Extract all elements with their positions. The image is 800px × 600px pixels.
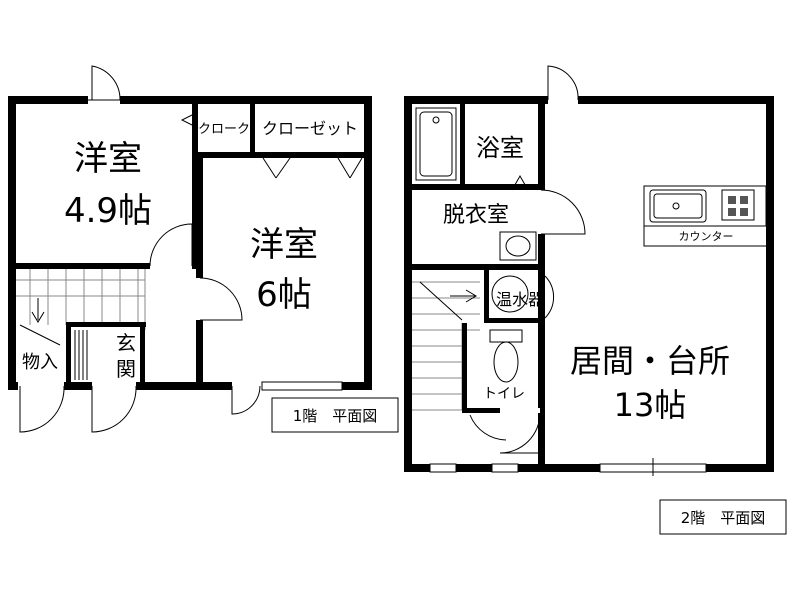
wall-right: [364, 96, 372, 390]
door2-swing-toilet: [499, 412, 541, 454]
room-b-name: 洋室: [250, 225, 318, 265]
counter-label: カウンター: [679, 230, 734, 243]
entrance-label-1: 玄: [116, 331, 136, 355]
partition-entrance: [66, 322, 146, 327]
plan-label-2-text: 2階 平面図: [681, 509, 766, 527]
partition2-toilet-l: [462, 323, 467, 413]
room-b-size: 6帖: [256, 275, 312, 315]
partition-h2: [198, 152, 364, 158]
partition-h1: [16, 263, 198, 269]
partition2-heater-b: [484, 318, 542, 323]
wall2-bottom: [404, 464, 774, 472]
door-swing-room-a: [149, 223, 193, 267]
bath-label: 浴室: [476, 134, 524, 162]
washbasin: [499, 231, 537, 261]
partition-v1: [192, 104, 198, 266]
entrance-label-2: 関: [116, 357, 136, 381]
floor-1-plan: [8, 65, 372, 433]
partition2-heater: [484, 270, 489, 320]
stairs-floor2: [412, 281, 480, 411]
entrance-step: [74, 330, 88, 380]
door-swing-storage: [19, 385, 65, 433]
wall2-left: [404, 96, 412, 472]
door2-swing-top: [547, 65, 579, 101]
wall-top: [8, 96, 372, 104]
door-swing-top: [91, 65, 121, 101]
door-swing-room-b: [199, 277, 243, 321]
door-swing-entrance: [91, 385, 137, 433]
cloak-label: クローク: [198, 122, 250, 137]
room-a-size: 4.9帖: [64, 191, 152, 231]
toilet-label: トイレ: [483, 386, 525, 402]
partition-storage: [66, 325, 71, 382]
bathtub: [415, 107, 457, 181]
partition-entrance-v: [140, 322, 145, 382]
door-swing-room-b-ext: [231, 385, 261, 415]
plan-label-1-text: 1階 平面図: [293, 407, 378, 425]
living-size: 13帖: [614, 386, 687, 424]
partition2-dressing: [412, 264, 545, 270]
partition2-tub: [460, 104, 465, 190]
partition2-v1: [538, 104, 545, 464]
wall-bottom: [8, 382, 372, 390]
door2-swing-dressing: [540, 189, 586, 235]
storage-label: 物入: [22, 352, 58, 373]
wall2-right: [766, 96, 774, 472]
floor-2-plan: [404, 65, 774, 476]
water-heater-label: 温水器: [496, 290, 544, 309]
plan-label-2: 2階 平面図: [659, 499, 787, 535]
closet-label: クローゼット: [262, 119, 358, 138]
kitchen-counter: [643, 185, 767, 247]
stairs-floor1: [16, 269, 146, 346]
room-a-name: 洋室: [74, 139, 142, 179]
water-heater-tank: [491, 275, 529, 313]
wall-left: [8, 96, 16, 390]
toilet-bowl: [489, 329, 523, 383]
wall2-top: [404, 96, 774, 104]
dressing-label: 脱衣室: [443, 203, 509, 228]
labels: 洋室 4.9帖 洋室 6帖 クローク クローゼット 物入 玄 関 浴室 脱衣室 …: [22, 119, 734, 424]
plan-label-1: 1階 平面図: [271, 397, 399, 433]
partition-closet: [250, 104, 255, 158]
partition2-bath: [412, 184, 545, 190]
living-name: 居間・台所: [570, 342, 730, 380]
partition-v2: [196, 158, 203, 382]
